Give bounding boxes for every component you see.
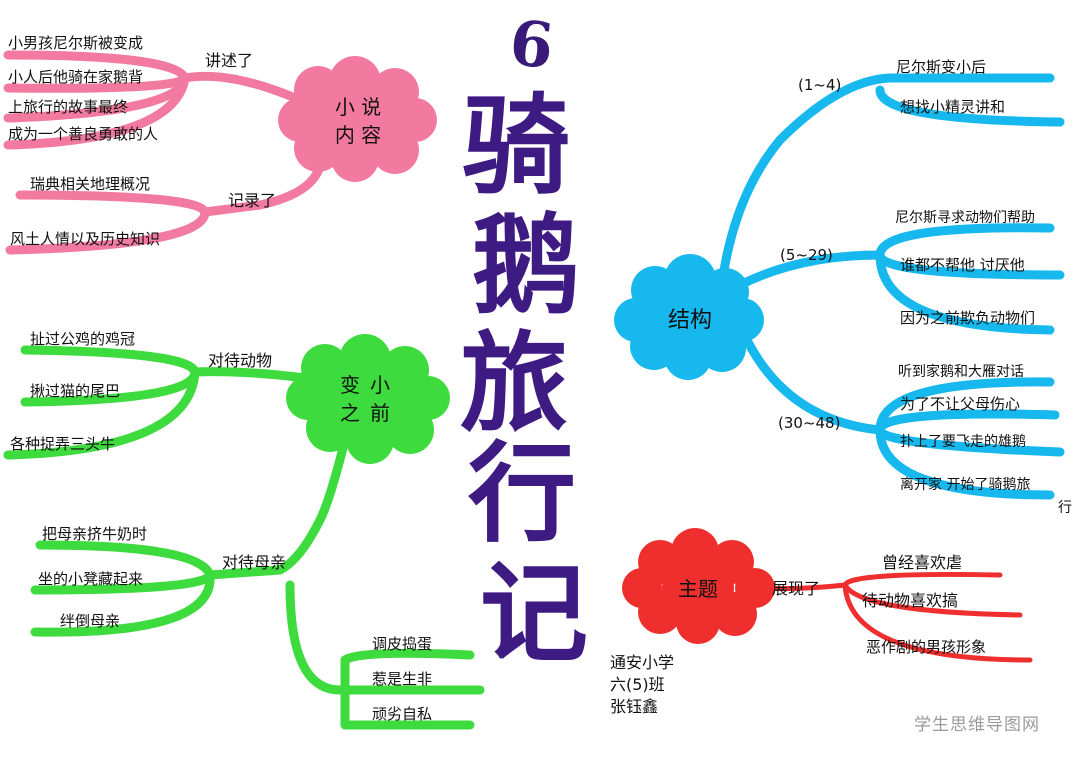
theme-sub1-item: 恶作剧的男孩形象: [866, 638, 986, 656]
novel-sub1-item: 小男孩尼尔斯被变成: [8, 34, 143, 52]
novel-sub1-item: 小人后他骑在家鹅背: [8, 68, 143, 86]
before-node-label-2: 小: [370, 373, 390, 397]
structure-sub2-item: 因为之前欺负动物们: [900, 309, 1035, 327]
structure-sub3-label: (30~48): [778, 414, 840, 432]
structure-sub2-item: 谁都不帮他 讨厌他: [900, 256, 1025, 274]
before-sub1-label: 对待动物: [208, 351, 272, 370]
before-node-label-1: 变: [340, 373, 360, 397]
structure-sub3-item: 听到家鹅和大雁对话: [898, 363, 1024, 380]
structure-sub2-label: (5~29): [780, 246, 833, 264]
title-char: 鹅: [472, 203, 581, 329]
before-sub2-item: 把母亲挤牛奶时: [42, 525, 147, 543]
title-char: 行: [468, 431, 577, 557]
author-class: 六(5)班: [610, 675, 665, 694]
title-char: 骑: [462, 83, 571, 209]
structure-sub1-label: (1~4): [798, 76, 841, 94]
title-number: 6: [506, 5, 557, 84]
structure-sub3-item: 扑上了要飞走的雄鹅: [900, 433, 1026, 450]
book-title: 6 骑 鹅 旅 行 记: [440, 0, 600, 760]
title-char: 记: [480, 551, 589, 677]
novel-node-label-line2: 内 容: [335, 123, 381, 147]
novel-sub1-label: 讲述了: [205, 51, 253, 70]
before-branch-lines: [3, 345, 485, 730]
before-sub2-item: 坐的小凳藏起来: [38, 570, 143, 588]
title-char: 旅: [460, 321, 569, 447]
structure-node-label: 结构: [668, 308, 712, 333]
before-node-label-4: 前: [370, 401, 390, 425]
before-sub2-label: 对待母亲: [222, 553, 286, 572]
structure-branch-lines: [715, 73, 1065, 500]
before-cloud-node[interactable]: [286, 334, 450, 464]
author-info: 通安小学 六(5)班 张钰鑫: [610, 652, 674, 718]
theme-node-label: 主题: [678, 577, 718, 601]
watermark: 学生思维导图网: [914, 715, 1040, 735]
before-sub3-item: 惹是生非: [372, 670, 432, 688]
novel-cloud-node[interactable]: [278, 56, 437, 182]
novel-node-label-line1: 小 说: [335, 95, 381, 119]
novel-sub2-item: 瑞典相关地理概况: [30, 175, 150, 193]
theme-sub1-item: 曾经喜欢虐: [882, 553, 962, 572]
before-sub1-item: 各种捉弄三头牛: [10, 435, 115, 453]
structure-sub2-item: 尼尔斯寻求动物们帮助: [895, 210, 1035, 226]
novel-sub1-item: 成为一个善良勇敢的人: [8, 125, 158, 143]
theme-sub1-label: 展现了: [772, 579, 820, 598]
before-sub3-item: 调皮捣蛋: [372, 635, 432, 653]
structure-sub3-item: 行: [1058, 500, 1072, 516]
author-name: 张钰鑫: [610, 697, 659, 716]
before-sub1-item: 揪过猫的尾巴: [30, 382, 120, 400]
structure-sub3-item: 离开家 开始了骑鹅旅: [900, 476, 1030, 493]
structure-sub3-item: 为了不让父母伤心: [900, 395, 1020, 413]
before-sub1-item: 扯过公鸡的鸡冠: [30, 330, 135, 348]
theme-cloud-node[interactable]: [622, 528, 775, 644]
novel-sub2-label: 记录了: [228, 191, 276, 210]
theme-sub1-item: 待动物喜欢搞: [862, 591, 958, 610]
before-sub2-item: 绊倒母亲: [60, 612, 120, 630]
novel-sub1-item: 上旅行的故事最终: [8, 98, 128, 116]
structure-cloud-node[interactable]: [614, 254, 764, 380]
before-sub3-item: 顽劣自私: [372, 705, 432, 723]
author-school: 通安小学: [610, 653, 675, 672]
novel-sub2-item: 风土人情以及历史知识: [10, 230, 160, 248]
structure-sub1-item: 尼尔斯变小后: [896, 58, 986, 76]
before-node-label-3: 之: [340, 401, 360, 425]
structure-sub1-item: 想找小精灵讲和: [900, 98, 1005, 116]
